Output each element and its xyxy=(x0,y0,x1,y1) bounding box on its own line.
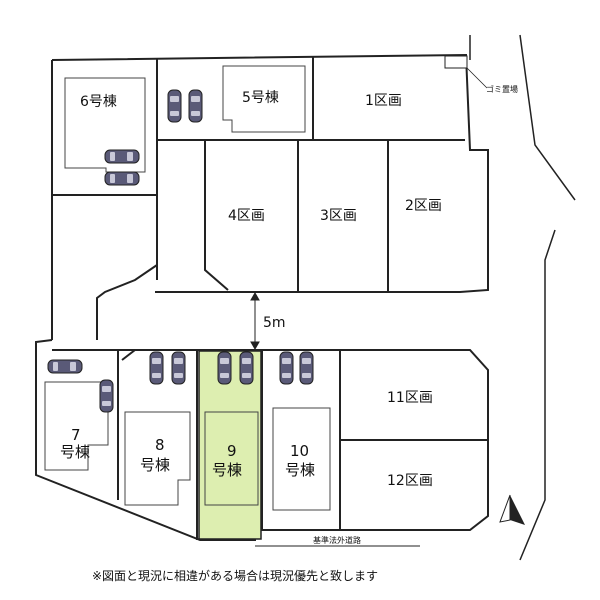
garbage-label: ゴミ置場 xyxy=(486,84,518,94)
plot-11-label: 11区画 xyxy=(387,390,433,406)
plot-12-label: 12区画 xyxy=(387,473,433,489)
house-footprints xyxy=(44,65,331,511)
plot-1-label: 1区画 xyxy=(365,93,402,109)
road-width-label: 5m xyxy=(263,315,286,331)
north-arrow-icon xyxy=(499,494,525,525)
lot-6-label: 6号棟 xyxy=(80,94,117,110)
lot-lines-lower xyxy=(117,349,488,540)
lot-7-number: 7 xyxy=(71,426,81,444)
lot-10-number: 10 xyxy=(290,442,309,460)
lot-8-number: 8 xyxy=(155,436,165,454)
plot-4-label: 4区画 xyxy=(228,208,265,224)
lot-8-suffix: 号棟 xyxy=(140,456,170,474)
outer-road-lines xyxy=(469,34,576,561)
garbage-station xyxy=(444,55,468,69)
plot-2-label: 2区画 xyxy=(405,198,442,214)
road-width-dimension xyxy=(250,291,260,351)
lot-10-suffix: 号棟 xyxy=(285,461,315,479)
plot-3-label: 3区画 xyxy=(320,208,357,224)
lot-lines-upper xyxy=(52,56,465,340)
lot-7-suffix: 号棟 xyxy=(60,443,90,461)
footer-note: ※図面と現況に相違がある場合は現況優先と致します xyxy=(92,568,378,583)
lot-5-label: 5号棟 xyxy=(242,90,279,106)
lot-9-suffix: 号棟 xyxy=(212,461,242,479)
outside-road-label: 基準法外道路 xyxy=(313,535,361,545)
lot-9-number: 9 xyxy=(227,442,237,460)
